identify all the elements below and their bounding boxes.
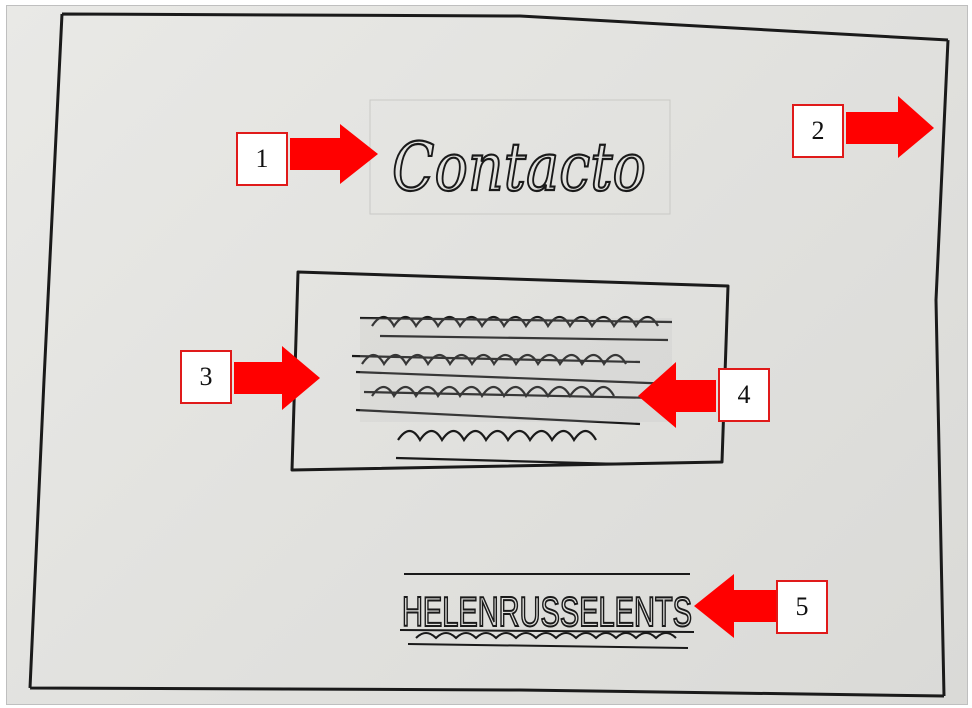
content-shading xyxy=(360,318,672,422)
callout-4: 4 xyxy=(718,368,770,422)
callout-1: 1 xyxy=(236,132,288,186)
callout-number: 3 xyxy=(200,362,213,392)
callout-3: 3 xyxy=(180,350,232,404)
callout-number: 5 xyxy=(796,592,809,622)
callout-number: 1 xyxy=(256,144,269,174)
callout-number: 2 xyxy=(812,116,825,146)
footer-name: HELENRUSSELENTS xyxy=(402,588,692,635)
arrow-3 xyxy=(234,346,320,410)
arrow-5 xyxy=(694,574,776,638)
callout-5: 5 xyxy=(776,580,828,634)
callout-number: 4 xyxy=(738,380,751,410)
arrow-1 xyxy=(290,124,378,184)
arrow-2 xyxy=(846,96,934,158)
callout-2: 2 xyxy=(792,104,844,158)
title-word: Contacto xyxy=(392,129,646,206)
